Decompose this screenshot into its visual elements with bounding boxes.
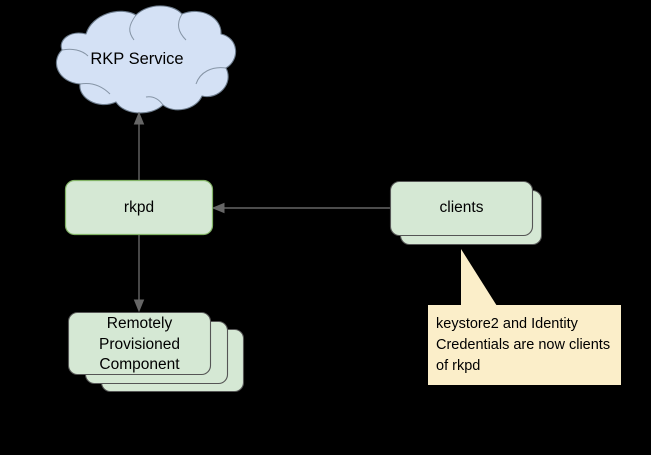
edge-rkpd-to-rpc bbox=[133, 235, 145, 313]
node-rkpd[interactable] bbox=[64, 179, 214, 236]
rpc-box-front bbox=[67, 311, 212, 376]
cloud-inner-arc-1 bbox=[129, 14, 137, 41]
node-clients[interactable] bbox=[389, 180, 543, 246]
edge-clients-to-rkpd bbox=[211, 202, 390, 214]
clients-box-front bbox=[389, 180, 534, 237]
callout-tail bbox=[461, 249, 497, 306]
cloud-inner-arc-6 bbox=[145, 96, 164, 106]
cloud-inner-arc-2 bbox=[178, 13, 187, 41]
cloud-inner-arc-5 bbox=[61, 48, 89, 57]
callout-body bbox=[428, 305, 621, 385]
cloud-shape bbox=[56, 5, 237, 114]
rkpd-box bbox=[64, 179, 214, 236]
callout-note[interactable] bbox=[428, 249, 621, 385]
edge-rkpd-to-rkp-service bbox=[133, 111, 145, 180]
cloud-inner-arc-4 bbox=[79, 83, 111, 95]
node-rkp-service-cloud[interactable] bbox=[56, 5, 237, 114]
cloud-inner-arc-3 bbox=[195, 67, 227, 85]
node-remotely-provisioned-component[interactable] bbox=[67, 311, 245, 393]
